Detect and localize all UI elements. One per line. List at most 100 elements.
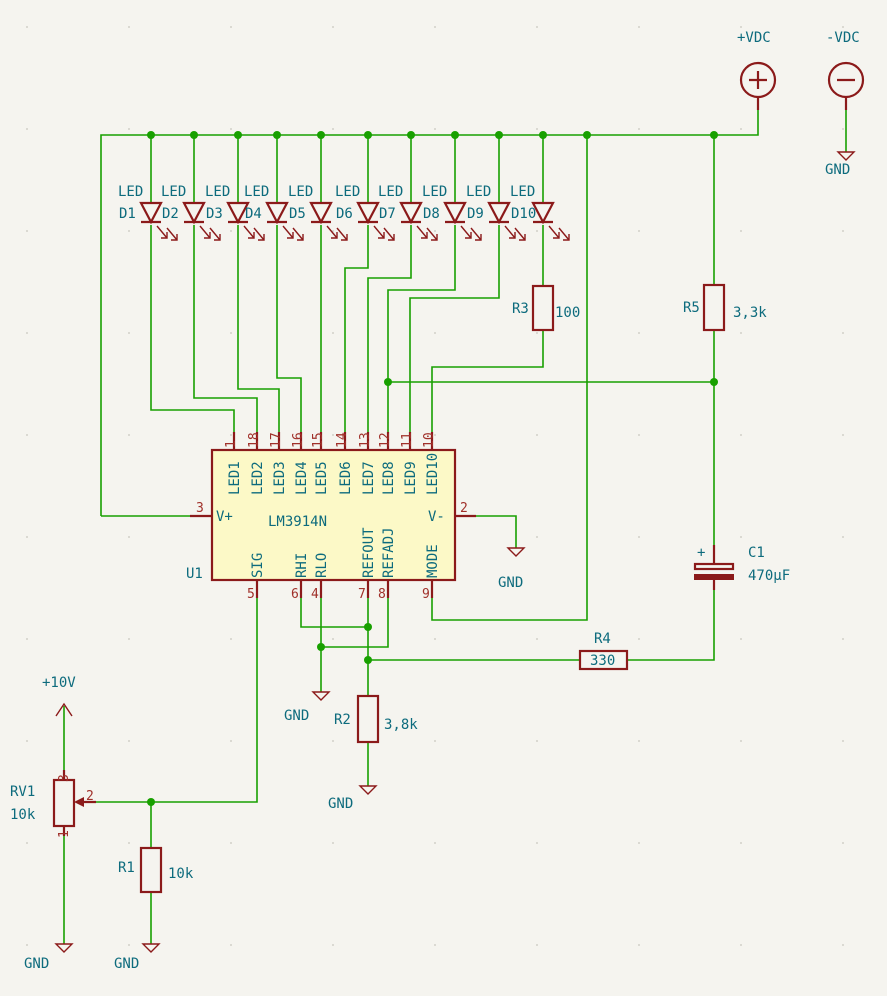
pin-name: LED7 bbox=[361, 461, 377, 495]
led-5[interactable]: LED D5 bbox=[288, 184, 348, 241]
led-value: LED bbox=[510, 184, 535, 200]
led-4[interactable]: LED D4 bbox=[244, 184, 304, 241]
ic-u1[interactable]: 3 V+ 2 V- LM3914N U1 1LED118LED217LED316… bbox=[186, 432, 476, 602]
power-vdc-neg[interactable]: -VDC bbox=[826, 30, 865, 110]
led-reference: D1 bbox=[119, 206, 136, 222]
led-reference: D9 bbox=[467, 206, 484, 222]
resistor-r2[interactable]: R2 3,8k bbox=[334, 694, 418, 744]
pin-number: 3 bbox=[196, 501, 204, 516]
r4-value: 330 bbox=[590, 653, 615, 669]
pin-number: 11 bbox=[400, 432, 415, 448]
pot-pin-2: 2 bbox=[86, 789, 94, 804]
led-3[interactable]: LED D3 bbox=[205, 184, 265, 241]
pin-number: 2 bbox=[460, 501, 468, 516]
pin-number: 10 bbox=[422, 432, 437, 448]
r1-reference: R1 bbox=[118, 860, 135, 876]
capacitor-c1[interactable]: + C1 470µF bbox=[693, 545, 790, 590]
pin-number: 6 bbox=[291, 587, 299, 602]
wiper-arrow-icon bbox=[74, 797, 84, 807]
resistor-r1[interactable]: R1 10k bbox=[118, 846, 194, 894]
led-reference: D8 bbox=[423, 206, 440, 222]
pin-number: 15 bbox=[311, 432, 326, 448]
r4-reference: R4 bbox=[594, 631, 611, 647]
led-value: LED bbox=[244, 184, 269, 200]
pin-number: 16 bbox=[291, 432, 306, 448]
led-value: LED bbox=[422, 184, 447, 200]
pin-name: LED2 bbox=[250, 461, 266, 495]
pin-name: LED5 bbox=[314, 461, 330, 495]
c1-polarity: + bbox=[697, 545, 705, 561]
pin-name: LED8 bbox=[381, 461, 397, 495]
pin-name: LED3 bbox=[272, 461, 288, 495]
led-7[interactable]: LED D7 bbox=[378, 184, 438, 241]
pin-number: 7 bbox=[358, 587, 366, 602]
pin-number: 14 bbox=[335, 432, 350, 448]
led-value: LED bbox=[205, 184, 230, 200]
plus10v-label: +10V bbox=[42, 675, 76, 691]
led-reference: D5 bbox=[289, 206, 306, 222]
pin-name: MODE bbox=[425, 544, 441, 578]
led-array: LEDD1LEDD2LEDD3LEDD4LEDD5LEDD6LEDD7LEDD8… bbox=[118, 184, 570, 241]
resistor-r4[interactable]: R4 330 bbox=[578, 631, 629, 671]
led-reference: D4 bbox=[245, 206, 262, 222]
resistor-r5[interactable]: R5 3,3k bbox=[683, 283, 767, 332]
ic-value: LM3914N bbox=[268, 514, 327, 530]
led-value: LED bbox=[288, 184, 313, 200]
r5-value: 3,3k bbox=[733, 305, 767, 321]
r3-value: 100 bbox=[555, 305, 580, 321]
led-value: LED bbox=[118, 184, 143, 200]
pin-number: 4 bbox=[311, 587, 319, 602]
pot-pin-3: 3 bbox=[57, 774, 72, 782]
gnd-symbol: GND bbox=[825, 151, 856, 178]
led-reference: D7 bbox=[379, 206, 396, 222]
led-reference: D3 bbox=[206, 206, 223, 222]
r2-reference: R2 bbox=[334, 712, 351, 728]
led-reference: D2 bbox=[162, 206, 179, 222]
pin-number: 18 bbox=[247, 432, 262, 448]
pin-name: V- bbox=[428, 509, 445, 525]
pot-pin-1: 1 bbox=[57, 830, 72, 838]
pin-name: V+ bbox=[216, 509, 233, 525]
r2-value: 3,8k bbox=[384, 717, 418, 733]
pin-name: REFOUT bbox=[361, 527, 377, 578]
potentiometer-rv1[interactable]: 3 1 2 RV1 10k bbox=[10, 770, 96, 838]
gnd-symbol: GND bbox=[498, 547, 526, 591]
gnd-label: GND bbox=[114, 956, 139, 972]
pin-number: 9 bbox=[422, 587, 430, 602]
ground-symbols: GND GND GND GND GND GND bbox=[24, 151, 856, 972]
led-value: LED bbox=[335, 184, 360, 200]
led-value: LED bbox=[161, 184, 186, 200]
led-value: LED bbox=[466, 184, 491, 200]
led-9[interactable]: LED D9 bbox=[466, 184, 526, 241]
c1-value: 470µF bbox=[748, 568, 790, 584]
led-8[interactable]: LED D8 bbox=[422, 184, 482, 241]
schematic-grid bbox=[26, 26, 844, 946]
pin-number: 5 bbox=[247, 587, 255, 602]
gnd-label: GND bbox=[328, 796, 353, 812]
led-value: LED bbox=[378, 184, 403, 200]
vdc-pos-label: +VDC bbox=[737, 30, 771, 46]
gnd-symbol: GND bbox=[24, 943, 74, 972]
pin-name: LED4 bbox=[294, 461, 310, 495]
pin-name: REFADJ bbox=[381, 527, 397, 578]
pin-number: 17 bbox=[269, 432, 284, 448]
pin-number: 12 bbox=[378, 432, 393, 448]
gnd-label: GND bbox=[284, 708, 309, 724]
pin-number: 8 bbox=[378, 587, 386, 602]
gnd-symbol: GND bbox=[284, 691, 331, 724]
led-2[interactable]: LED D2 bbox=[161, 184, 221, 241]
r3-reference: R3 bbox=[512, 301, 529, 317]
r5-reference: R5 bbox=[683, 300, 700, 316]
resistor-r3[interactable]: R3 100 bbox=[512, 284, 580, 332]
led-1[interactable]: LED D1 bbox=[118, 184, 178, 241]
c1-reference: C1 bbox=[748, 545, 765, 561]
rv1-reference: RV1 bbox=[10, 784, 35, 800]
power-plus10v[interactable]: +10V bbox=[42, 675, 76, 717]
pin-name: SIG bbox=[250, 553, 266, 578]
ic-reference: U1 bbox=[186, 566, 203, 582]
rv1-value: 10k bbox=[10, 807, 36, 823]
power-vdc-pos[interactable]: +VDC bbox=[737, 30, 777, 110]
